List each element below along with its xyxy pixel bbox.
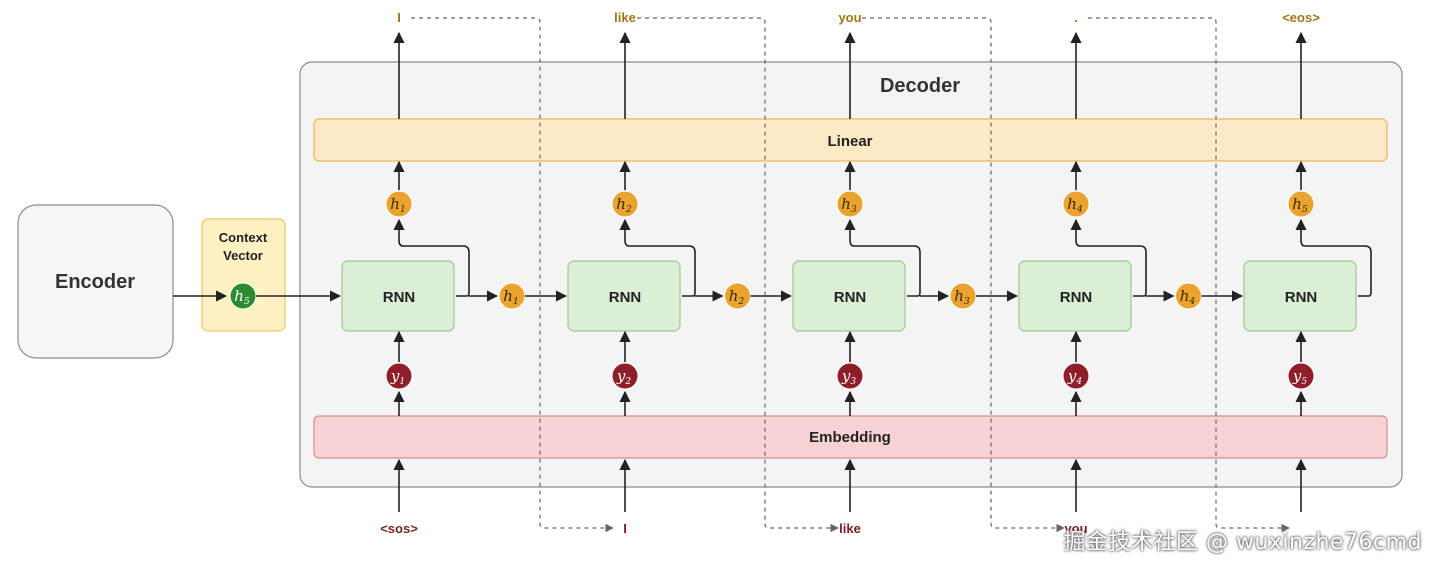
rnn-cell-2: RNN <box>567 260 681 332</box>
hidden-state-next-2-label: h2 <box>729 287 745 307</box>
context-vector-box <box>201 218 286 332</box>
input-embedding-circle-5-label: y5 <box>1292 367 1307 387</box>
rnn-cell-3: RNN <box>792 260 906 332</box>
hidden-state-next-3-label: h3 <box>954 287 970 307</box>
rnn-to-h-up-path-5 <box>1295 218 1372 297</box>
hidden-state-up-3: h3 <box>836 190 864 218</box>
rnn-cell-label: RNN <box>609 289 642 306</box>
linear-label: Linear <box>827 133 872 150</box>
output-token-5: <eos> <box>1282 10 1320 25</box>
hidden-state-up-4: h4 <box>1062 190 1090 218</box>
hidden-state-up-4-label: h4 <box>1067 195 1083 215</box>
encoder-label: Encoder <box>55 271 135 293</box>
output-token-2: like <box>614 10 636 25</box>
hidden-state-next-1-label: h1 <box>503 287 518 307</box>
context-title-line1: Context <box>219 230 268 245</box>
hidden-state-next-3: h3 <box>949 282 977 310</box>
hidden-state-up-2: h2 <box>611 190 639 218</box>
watermark: 掘金技术社区 @ wuxinzhe76cmd <box>1063 530 1422 555</box>
hidden-state-next-2: h2 <box>724 282 751 310</box>
embedding-label: Embedding <box>809 429 891 446</box>
hidden-state-next-1: h1 <box>498 282 526 310</box>
input-embedding-circle-5: y5 <box>1287 362 1315 390</box>
context-state-circle: h5 <box>229 282 257 310</box>
input-embedding-circle-2-label: y2 <box>616 367 631 387</box>
input-embedding-circle-1-label: y1 <box>390 367 405 387</box>
decoder-title: Decoder <box>880 75 960 97</box>
context-state-circle-label: h5 <box>234 287 250 307</box>
input-token-4: you <box>1064 521 1087 536</box>
hidden-state-next-4-label: h4 <box>1180 287 1196 307</box>
rnn-cell-4: RNN <box>1018 260 1132 332</box>
rnn-to-h-up-path-2 <box>619 218 696 297</box>
input-embedding-circle-4: y4 <box>1062 362 1090 390</box>
rnn-cell-1: RNN <box>341 260 455 332</box>
rnn-cell-5: RNN <box>1243 260 1357 332</box>
output-token-1: I <box>397 10 401 25</box>
input-token-1: <sos> <box>380 521 418 536</box>
rnn-cell-label: RNN <box>383 289 416 306</box>
input-embedding-circle-1: y1 <box>385 362 413 390</box>
hidden-state-up-2-label: h2 <box>616 195 632 215</box>
input-token-3: like <box>839 521 861 536</box>
hidden-state-up-5-label: h5 <box>1292 195 1308 215</box>
input-token-2: I <box>623 521 627 536</box>
output-token-4: . <box>1074 10 1078 25</box>
hidden-state-next-4: h4 <box>1175 282 1202 310</box>
hidden-state-up-1-label: h1 <box>390 195 405 215</box>
hidden-state-up-1: h1 <box>385 190 413 218</box>
rnn-to-h-up-path-3 <box>844 218 921 297</box>
input-embedding-circle-2: y2 <box>611 362 639 390</box>
input-embedding-circle-3: y3 <box>836 362 864 390</box>
output-token-3: you <box>838 10 861 25</box>
rnn-cell-label: RNN <box>834 289 867 306</box>
input-embedding-circle-3-label: y3 <box>841 367 856 387</box>
context-title-line2: Vector <box>223 248 263 263</box>
encoder-box <box>17 204 174 359</box>
hidden-state-up-3-label: h3 <box>841 195 857 215</box>
rnn-to-h-up-path-4 <box>1070 218 1147 297</box>
rnn-cell-label: RNN <box>1285 289 1318 306</box>
hidden-state-up-5: h5 <box>1287 190 1315 218</box>
rnn-to-h-up-path-1 <box>393 218 470 297</box>
rnn-cell-label: RNN <box>1060 289 1093 306</box>
input-embedding-circle-4-label: y4 <box>1067 367 1082 387</box>
